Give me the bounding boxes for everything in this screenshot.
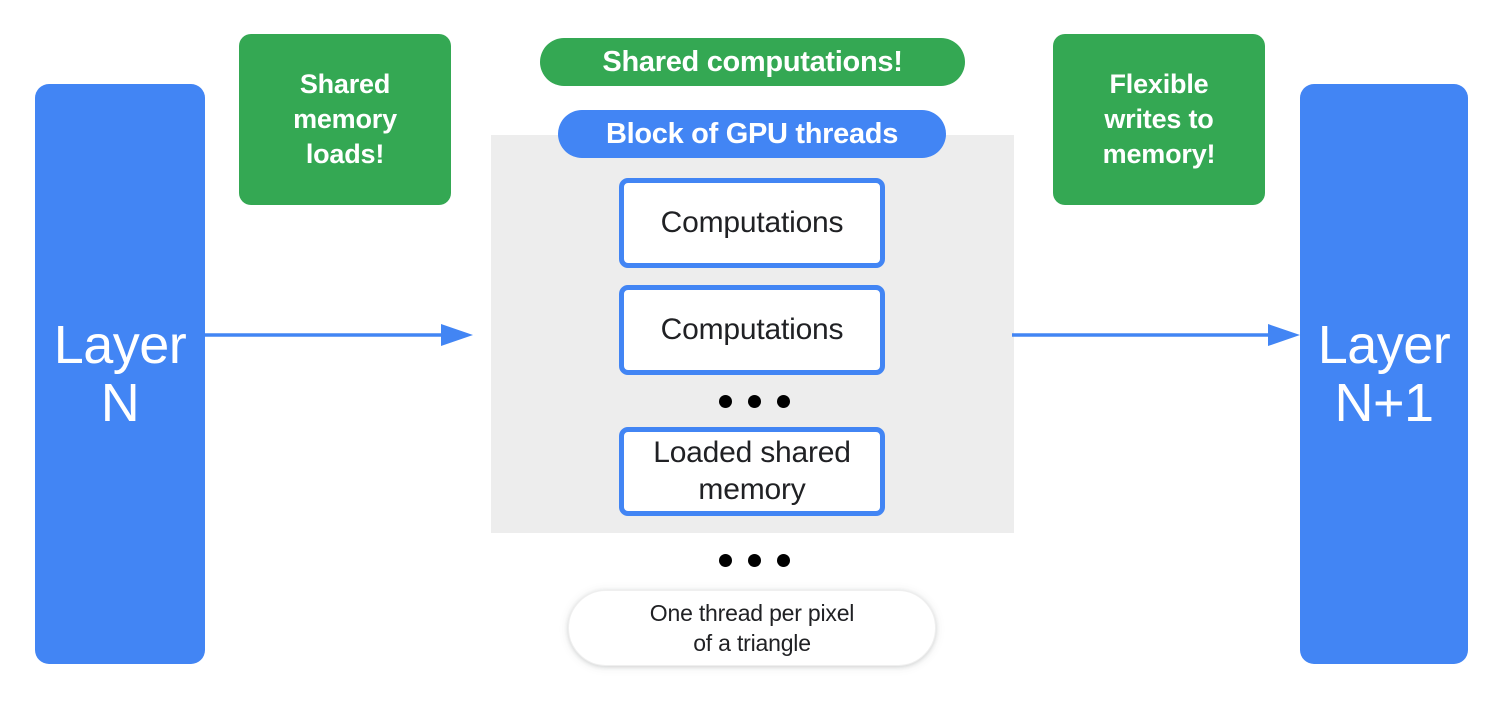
layer-n-plus-1-block: Layer N+1 [1300,84,1468,664]
arrow-block-to-layer-n1 [1012,322,1300,348]
arrow-right-icon [1012,324,1300,346]
arrow-right-icon [203,324,473,346]
callout-flexible-writes-to-memory: Flexible writes to memory! [1053,34,1265,205]
dot-icon [777,554,790,567]
ellipsis-dots-below-block [719,554,790,567]
ellipsis-dots-inside-block [719,395,790,408]
callout-shared-memory-loads: Shared memory loads! [239,34,451,205]
dot-icon [719,395,732,408]
dot-icon [748,554,761,567]
dot-icon [748,395,761,408]
thread-box-loaded-shared-memory: Loaded shared memory [619,427,885,516]
badge-block-of-gpu-threads: Block of GPU threads [558,110,946,158]
note-one-thread-per-pixel: One thread per pixel of a triangle [568,590,936,666]
dot-icon [777,395,790,408]
layer-n-block: Layer N [35,84,205,664]
thread-box-computations-2: Computations [619,285,885,375]
arrow-layer-n-to-block [203,322,473,348]
badge-shared-computations: Shared computations! [540,38,965,86]
thread-box-computations-1: Computations [619,178,885,268]
dot-icon [719,554,732,567]
